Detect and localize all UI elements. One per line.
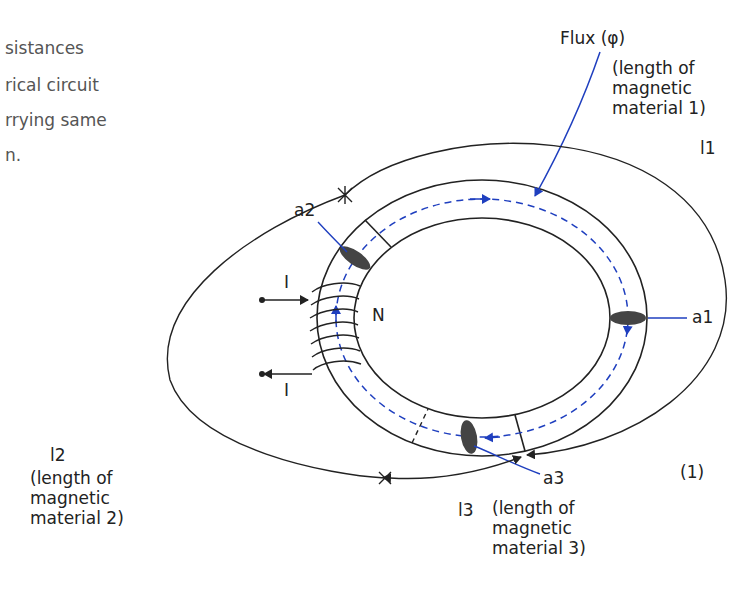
flux-path <box>336 199 628 437</box>
leader-line <box>474 446 540 474</box>
leader-line <box>648 317 687 318</box>
dimension-line <box>390 457 521 479</box>
area-symbol: a1 <box>692 307 713 327</box>
cross-section-a3 <box>458 419 480 455</box>
coil-lead <box>264 373 312 374</box>
figure-number: (1) <box>680 462 704 482</box>
core-inner-edge <box>354 218 610 418</box>
dimension-line <box>345 143 726 455</box>
material-note: (length of magnetic material 3) <box>492 498 632 558</box>
current-symbol: I <box>284 272 289 292</box>
length-symbol: l1 <box>700 138 716 158</box>
length-symbol: l2 <box>50 445 66 465</box>
flux-arrow <box>470 198 490 200</box>
cross-section-a1 <box>610 311 646 325</box>
dimension-mark <box>338 186 352 204</box>
material-note: (length of magnetic material 1) <box>612 58 737 118</box>
flux-arrow <box>485 437 500 438</box>
leader-line <box>318 222 347 252</box>
background-note: rical circuit <box>5 75 99 95</box>
material-note: (length of magnetic material 2) <box>30 468 170 528</box>
terminal-dot <box>259 297 265 303</box>
dimension-mark <box>379 472 391 484</box>
material-boundary <box>365 220 391 247</box>
area-symbol: a3 <box>543 468 564 488</box>
current-symbol: I <box>284 380 289 400</box>
background-note: sistances <box>5 38 84 58</box>
turns-symbol: N <box>372 305 385 325</box>
coil-winding <box>310 283 361 370</box>
length-symbol: l3 <box>458 500 474 520</box>
core-outer-edge <box>317 180 647 456</box>
dimension-line <box>167 195 385 478</box>
material-boundary <box>412 409 428 443</box>
flux-leader <box>535 52 600 196</box>
flux-arrow <box>335 306 337 322</box>
terminal-dot <box>259 371 265 377</box>
flux-label: Flux (φ) <box>560 28 625 48</box>
background-note: n. <box>5 145 21 165</box>
background-note: rrying same <box>5 110 107 130</box>
coil-lead <box>262 299 308 300</box>
area-symbol: a2 <box>294 200 315 220</box>
